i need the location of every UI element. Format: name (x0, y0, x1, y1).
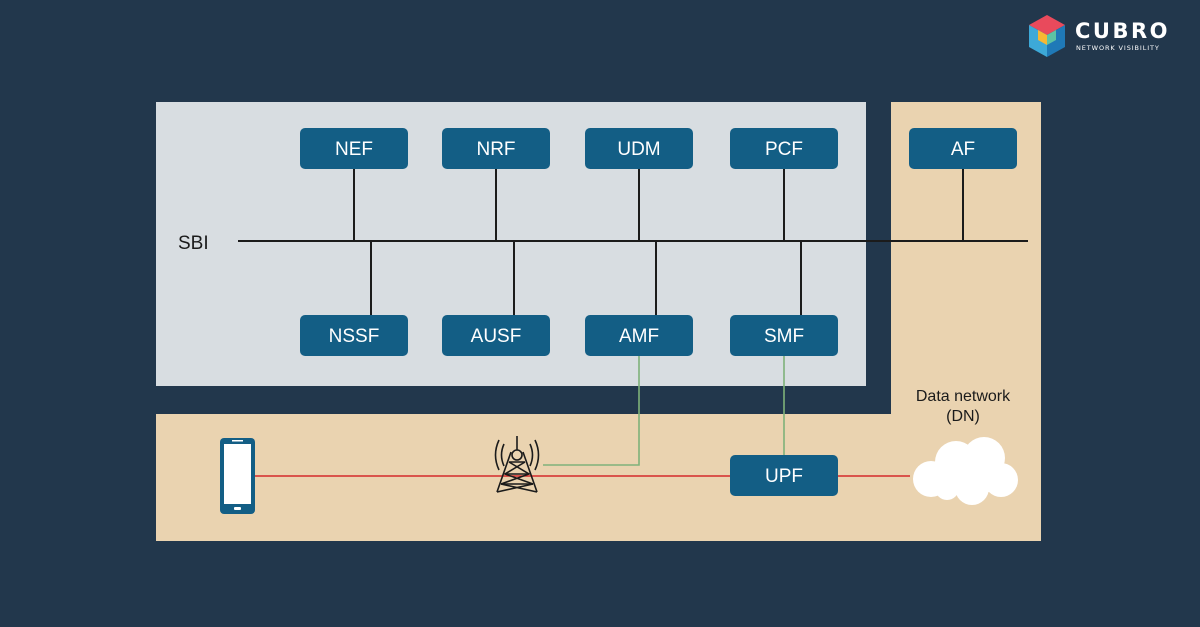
cubro-logo: CUBRO NETWORK VISIBILITY (1027, 15, 1187, 63)
brand-name: CUBRO (1075, 19, 1170, 43)
data-network-cloud-icon (913, 437, 1018, 505)
upf-label: UPF (765, 466, 803, 487)
nef-label: NEF (335, 139, 373, 160)
amf-box[interactable]: AMF (585, 315, 693, 356)
ausf-label: AUSF (471, 326, 522, 347)
udm-box[interactable]: UDM (585, 128, 693, 169)
amf-to-gnb-link (543, 356, 640, 466)
smf-box[interactable]: SMF (730, 315, 838, 356)
brand-tagline: NETWORK VISIBILITY (1076, 44, 1160, 52)
data-network-label: Data network (916, 388, 1011, 405)
user-plane-area (156, 102, 1041, 541)
nssf-box[interactable]: NSSF (300, 315, 408, 356)
smartphone-icon (220, 438, 255, 514)
ausf-box[interactable]: AUSF (442, 315, 550, 356)
nssf-label: NSSF (329, 326, 380, 347)
udm-label: UDM (617, 139, 660, 160)
cell-tower-icon (494, 436, 540, 493)
upf-box[interactable]: UPF (730, 455, 838, 496)
pcf-box[interactable]: PCF (730, 128, 838, 169)
af-box[interactable]: AF (909, 128, 1017, 169)
bottom-connectors (370, 241, 802, 315)
amf-label: AMF (619, 326, 659, 347)
cubro-logo-cube-icon (1029, 15, 1065, 57)
nrf-box[interactable]: NRF (442, 128, 550, 169)
sbi-label: SBI (178, 233, 209, 254)
nef-box[interactable]: NEF (300, 128, 408, 169)
smf-label: SMF (764, 326, 804, 347)
af-label: AF (951, 139, 975, 160)
pcf-label: PCF (765, 139, 803, 160)
top-connectors (353, 169, 964, 241)
nrf-label: NRF (476, 139, 515, 160)
data-network-sublabel: (DN) (946, 408, 980, 425)
